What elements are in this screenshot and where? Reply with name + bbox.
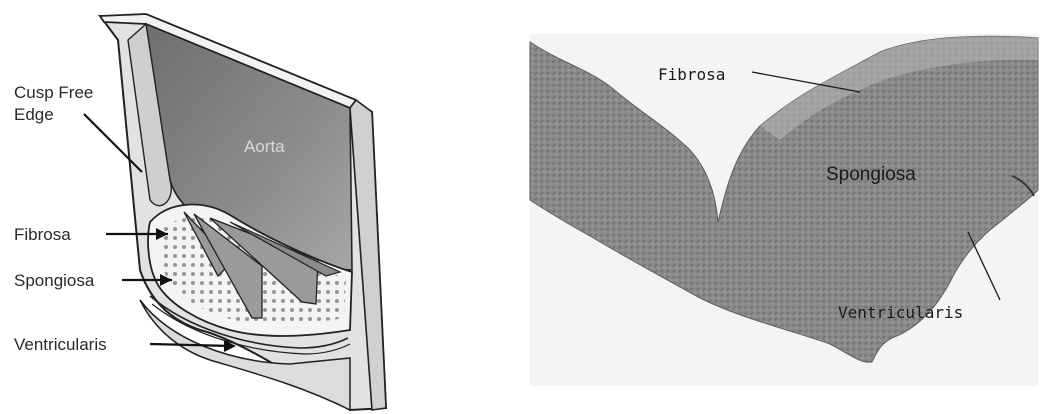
histology-micrograph: Fibrosa Spongiosa Ventricularis [530, 34, 1038, 386]
ventricularis-arrow [150, 344, 232, 346]
label-fibrosa-right: Fibrosa [658, 65, 725, 84]
label-aorta: Aorta [244, 137, 285, 156]
label-ventricularis-right: Ventricularis [838, 303, 963, 322]
label-fibrosa-left: Fibrosa [14, 225, 71, 244]
label-spongiosa-left: Spongiosa [14, 271, 95, 290]
valve-cusp-diagram: Cusp Free Edge Aorta Fibrosa Spongiosa V… [14, 14, 386, 410]
label-spongiosa-right: Spongiosa [826, 164, 916, 185]
label-ventricularis-left: Ventricularis [14, 335, 107, 354]
label-cusp-free-edge-line2: Edge [14, 105, 54, 124]
label-cusp-free-edge-line1: Cusp Free [14, 83, 93, 102]
